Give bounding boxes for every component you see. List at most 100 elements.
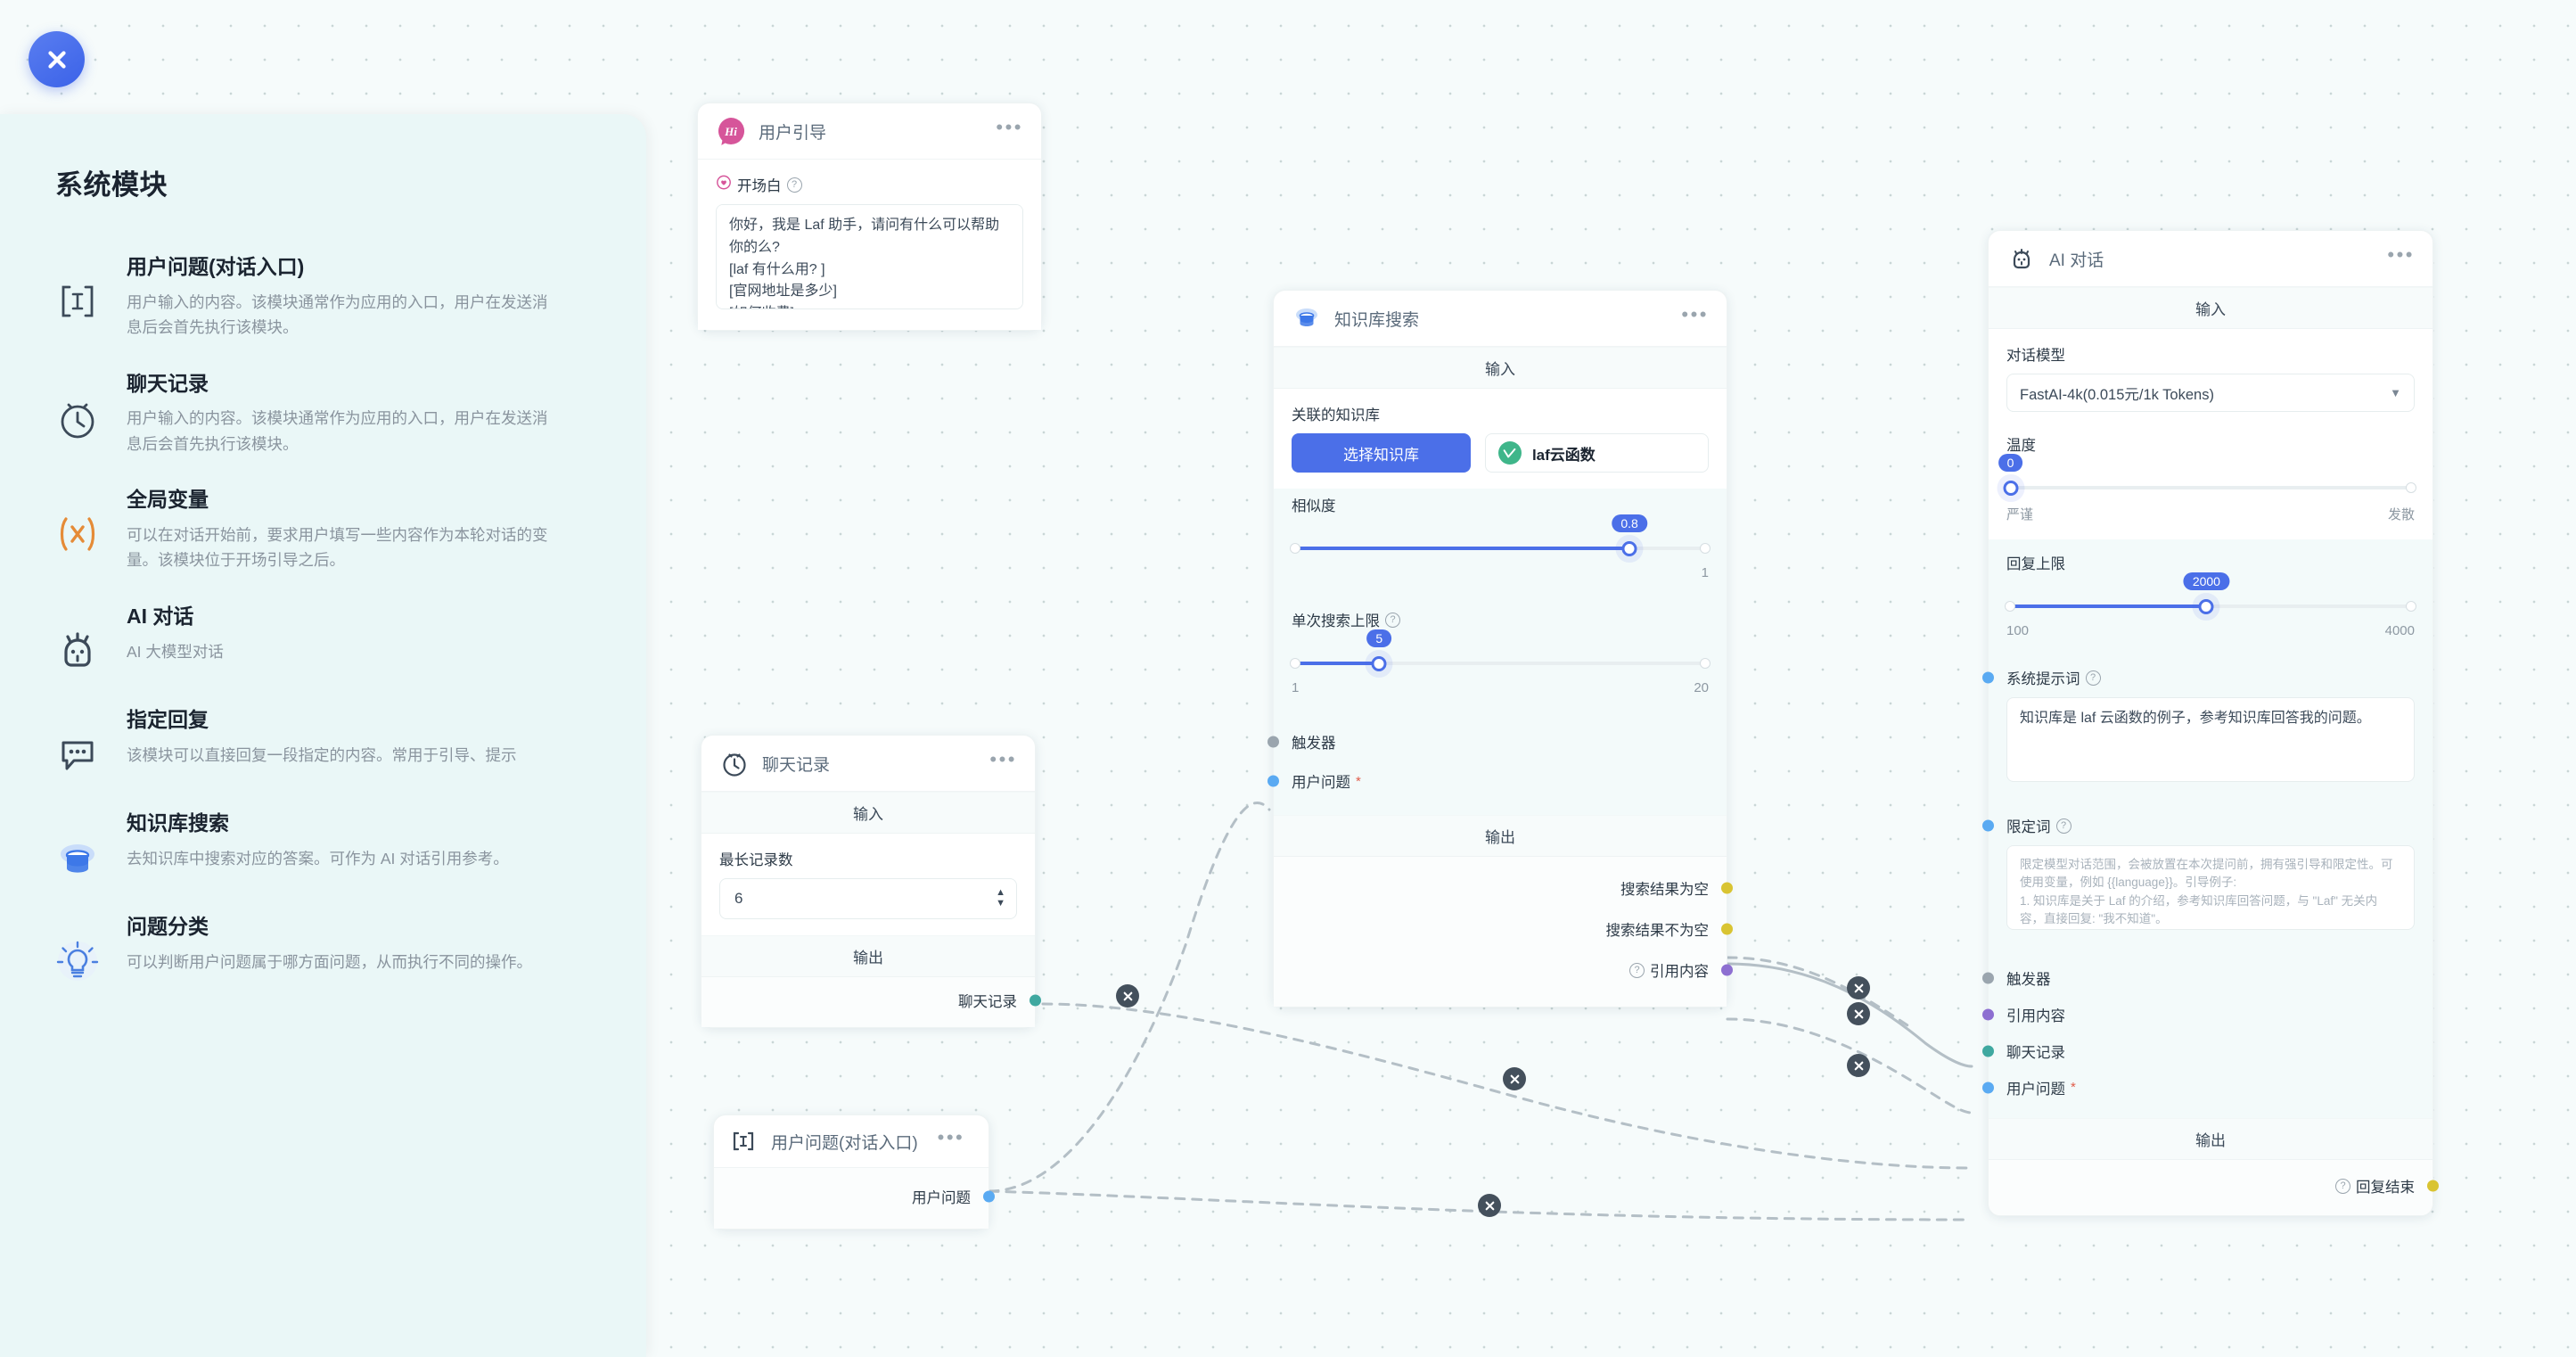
module-item-chat-history[interactable]: 聊天记录 用户输入的内容。该模块通常作为应用的入口，用户在发送消息后会首先执行该…	[36, 355, 602, 472]
similarity-slider[interactable]: 0.8	[1290, 514, 1710, 558]
node-header: AI 对话 •••	[1989, 231, 2432, 287]
help-icon[interactable]: ?	[2085, 670, 2101, 686]
output-connector-dot[interactable]	[1721, 882, 1733, 894]
required-star: *	[1356, 773, 1361, 789]
help-icon[interactable]: ?	[2335, 1178, 2350, 1194]
robot-icon	[2006, 243, 2037, 274]
lightbulb-icon	[52, 935, 103, 987]
edge-delete-button[interactable]	[1847, 976, 1870, 999]
input-connector-dot[interactable]	[1267, 736, 1279, 748]
slider-max-label: 1	[1701, 565, 1709, 580]
slider-thumb[interactable]	[2003, 481, 2019, 496]
ai-input-connectors: 触发器 引用内容 聊天记录 用户问题*	[1982, 950, 2432, 1118]
edge-delete-button[interactable]	[1116, 984, 1139, 1007]
output-connector-dot[interactable]	[983, 1190, 995, 1203]
kb-chip-label: laf云函数	[1531, 446, 1596, 464]
module-desc: 可以在对话开始前，要求用户填写一些内容作为本轮对话的变量。该模块位于开场引导之后…	[127, 526, 548, 570]
module-text: 问题分类 可以判断用户问题属于哪方面问题，从而执行不同的操作。	[127, 912, 532, 975]
edge-delete-button[interactable]	[1503, 1067, 1526, 1090]
module-name: 全局变量	[127, 488, 209, 512]
node-user-guide[interactable]: Hi 用户引导 ••• 开场白 ?	[697, 103, 1042, 331]
help-icon[interactable]: ?	[1385, 612, 1400, 628]
chevron-down-icon[interactable]: ▼	[2390, 386, 2401, 399]
module-item-question-classify[interactable]: 问题分类 可以判断用户问题属于哪方面问题，从而执行不同的操作。	[36, 898, 602, 1001]
node-body: 关联的知识库 选择知识库 laf云函数	[1274, 389, 1727, 489]
search-limit-slider[interactable]: 5	[1290, 629, 1710, 673]
module-desc: 去知识库中搜索对应的答案。可作为 AI 对话引用参考。	[127, 849, 509, 868]
laf-logo-icon	[1497, 441, 1522, 465]
stepper-arrows[interactable]: ▲ ▼	[996, 887, 1005, 909]
system-prompt-textarea[interactable]	[2006, 697, 2415, 782]
max-records-stepper[interactable]: 6 ▲ ▼	[719, 878, 1017, 919]
input-connector-dot[interactable]	[1982, 1081, 1994, 1093]
node-user-question[interactable]: 用户问题(对话入口) ••• 用户问题	[713, 1114, 995, 1230]
model-label: 对话模型	[2006, 348, 2065, 364]
input-connector-dot[interactable]	[1982, 671, 1994, 684]
output-connector-dot[interactable]	[2427, 1180, 2439, 1192]
max-tokens-label: 回复上限	[2006, 556, 2065, 572]
slider-min-label: 严谨	[2006, 507, 2034, 522]
output-connector-dot[interactable]	[1721, 923, 1733, 935]
slider-thumb[interactable]	[1371, 656, 1387, 671]
output-connector-dot[interactable]	[1721, 964, 1733, 976]
module-item-global-variable[interactable]: 全局变量 可以在对话开始前，要求用户填写一些内容作为本轮对话的变量。该模块位于开…	[36, 471, 602, 588]
search-limit-text: 单次搜索上限	[1292, 613, 1380, 629]
node-menu-button[interactable]: •••	[1681, 303, 1709, 326]
ai-output-connectors: ? 回复结束	[1989, 1160, 2439, 1215]
input-connector-dot[interactable]	[1982, 1045, 1994, 1057]
input-connector-dot[interactable]	[1267, 775, 1279, 787]
output-label-text: 引用内容	[1650, 964, 1709, 980]
output-section-bar: 输出	[1989, 1118, 2432, 1160]
input-label: 触发器	[1292, 736, 1336, 752]
node-ai-chat[interactable]: AI 对话 ••• 输入 对话模型 FastAI-4k(0.015元/1k To…	[1982, 230, 2439, 1216]
temperature-label: 温度	[2006, 438, 2036, 454]
stepper-down-icon[interactable]: ▼	[996, 898, 1005, 909]
output-row-user-question: 用户问题	[714, 1180, 995, 1213]
system-modules-panel: 系统模块 用户问题(对话入口) 用户输入的内容。该模块通常作为应用的入口，用户在…	[0, 114, 646, 1357]
clock-history-icon	[52, 392, 103, 444]
output-connector-dot[interactable]	[1030, 994, 1041, 1007]
node-menu-button[interactable]: •••	[937, 1126, 965, 1149]
node-menu-button[interactable]: •••	[989, 748, 1017, 771]
edge-delete-button[interactable]	[1847, 1054, 1870, 1077]
module-item-ai-chat[interactable]: AI 对话 AI 大模型对话	[36, 588, 602, 691]
slider-thumb[interactable]	[1621, 541, 1637, 556]
module-item-user-question[interactable]: 用户问题(对话入口) 用户输入的内容。该模块通常作为应用的入口，用户在发送消息后…	[36, 238, 602, 355]
close-panel-button[interactable]	[29, 31, 85, 87]
input-connector-dot[interactable]	[1982, 819, 1994, 832]
module-text: AI 对话 AI 大模型对话	[127, 602, 224, 664]
node-menu-button[interactable]: •••	[2387, 243, 2415, 267]
module-text: 用户问题(对话入口) 用户输入的内容。该模块通常作为应用的入口，用户在发送消息后…	[127, 252, 556, 341]
module-item-kb-search[interactable]: 知识库搜索 去知识库中搜索对应的答案。可作为 AI 对话引用参考。	[36, 794, 602, 898]
stepper-up-icon[interactable]: ▲	[996, 887, 1005, 899]
edge-delete-button[interactable]	[1847, 1002, 1870, 1025]
temperature-slider[interactable]: 0	[1998, 454, 2416, 498]
opening-message-textarea[interactable]	[716, 204, 1023, 309]
kb-chip-laf[interactable]: laf云函数	[1484, 433, 1709, 473]
clock-history-icon	[719, 748, 750, 778]
node-chat-history[interactable]: 聊天记录 ••• 输入 最长记录数 6 ▲ ▼ 输出 聊天记录	[701, 735, 1041, 1028]
slider-fill	[1292, 662, 1380, 665]
system-prompt-field: 系统提示词 ?	[1982, 654, 2432, 802]
max-tokens-slider[interactable]: 2000	[2005, 572, 2416, 616]
slider-thumb[interactable]	[2198, 599, 2214, 614]
input-connector-dot[interactable]	[1982, 1008, 1994, 1020]
node-kb-search[interactable]: 知识库搜索 ••• 输入 关联的知识库 选择知识库 laf云函数 相似度	[1267, 290, 1733, 1007]
qualifier-label: 限定词 ?	[2006, 815, 2415, 836]
select-kb-button[interactable]: 选择知识库	[1292, 433, 1471, 473]
input-connector-dot[interactable]	[1982, 972, 1994, 983]
slider-scale: 100 4000	[2006, 623, 2415, 638]
help-icon[interactable]: ?	[1629, 962, 1645, 978]
slider-value-bubble: 2000	[2183, 572, 2229, 590]
help-icon[interactable]: ?	[786, 177, 802, 193]
output-label: 搜索结果不为空	[1605, 923, 1710, 939]
edge-delete-button[interactable]	[1478, 1194, 1501, 1217]
qualifier-textarea[interactable]	[2006, 845, 2415, 930]
module-item-specified-reply[interactable]: 指定回复 该模块可以直接回复一段指定的内容。常用于引导、提示	[36, 691, 602, 794]
close-icon	[1485, 1201, 1494, 1210]
help-icon[interactable]: ?	[2055, 818, 2071, 834]
model-select[interactable]: FastAI-4k(0.015元/1k Tokens) ▼	[2006, 374, 2415, 412]
qualifier-field: 限定词 ?	[1982, 802, 2432, 950]
node-menu-button[interactable]: •••	[996, 116, 1023, 139]
